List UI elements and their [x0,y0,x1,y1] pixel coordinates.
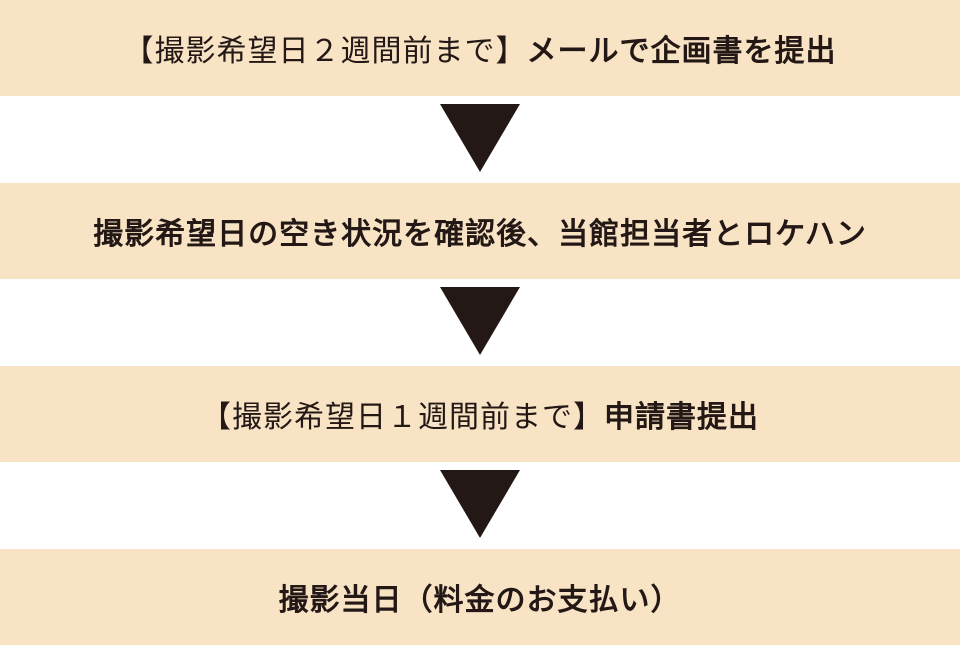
step-2-box: 撮影希望日の空き状況を確認後、当館担当者とロケハン [0,183,960,279]
down-triangle-icon [440,287,520,355]
step-1-box: 【撮影希望日２週間前まで】メールで企画書を提出 [0,0,960,96]
step-3-deadline: 【撮影希望日１週間前まで】 [201,400,604,435]
step-1-deadline: 【撮影希望日２週間前まで】 [123,34,527,69]
step-2-label: 撮影希望日の空き状況を確認後、当館担当者とロケハン [93,217,867,252]
step-1-label: メールで企画書を提出 [526,34,837,69]
step-3-box: 【撮影希望日１週間前まで】申請書提出 [0,366,960,462]
step-4-box: 撮影当日（料金のお支払い） [0,549,960,645]
down-triangle-icon [440,104,520,172]
step-4-label: 撮影当日（料金のお支払い） [278,583,682,618]
down-triangle-icon [440,470,520,538]
step-3-label: 申請書提出 [604,400,759,435]
